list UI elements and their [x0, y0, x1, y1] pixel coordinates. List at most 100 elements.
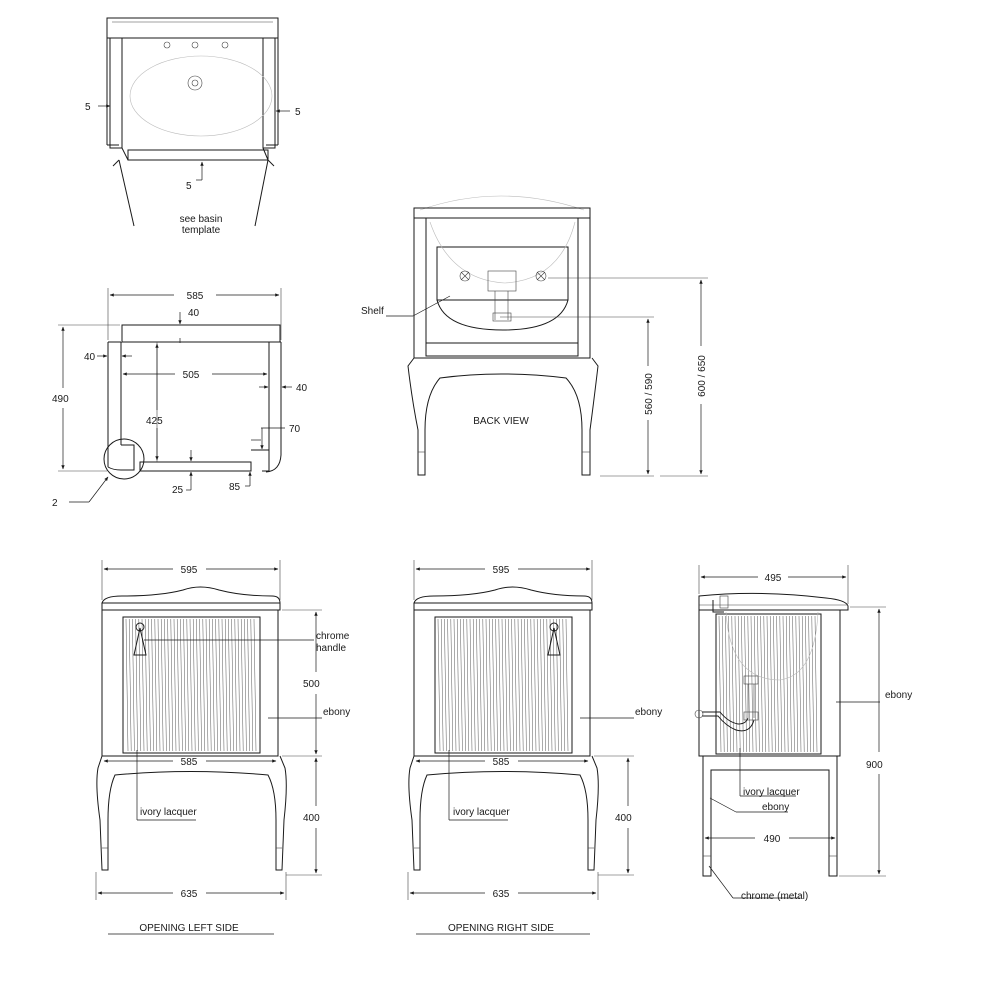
dim-text: 600 / 650: [697, 355, 708, 397]
top-view-note: see basin template: [180, 214, 223, 236]
section-dim-width: 585: [107, 288, 282, 340]
top-view-dim-left: 5: [85, 102, 111, 113]
section-dim-left-panel: 40: [84, 352, 132, 363]
dim-text: 40: [188, 308, 200, 319]
dim-text: 40: [296, 383, 308, 394]
side-door-callout: ivory lacquer: [739, 748, 800, 798]
dim-text: 635: [181, 889, 198, 900]
front-left-dim-cabinet: 585: [103, 757, 277, 768]
side-feet-callout: chrome (metal): [708, 865, 808, 902]
top-view: 5 5 5 see basin template: [85, 17, 301, 236]
top-view-body: [106, 17, 279, 227]
dim-text: 400: [303, 813, 320, 824]
dim-text: 560 / 590: [644, 373, 655, 415]
front-left-dim-top: 595: [101, 560, 281, 600]
handle-label-line-2: handle: [316, 643, 346, 654]
front-left-dim-legs: 635: [95, 872, 287, 900]
section-dim-inner-height: 425: [146, 343, 163, 461]
front-left-door-callout: ivory lacquer: [136, 750, 197, 821]
section-dim-detail: 2: [52, 476, 109, 509]
section-dim-height: 490: [52, 324, 120, 472]
front-left-dim-leg-height: 400: [286, 757, 322, 876]
frame-label: ebony: [762, 802, 789, 813]
dim-text: 25: [172, 485, 184, 496]
front-left-dim-cabinet-height: 500: [282, 609, 322, 757]
dim-text: 400: [615, 813, 632, 824]
section-view-body: [103, 324, 282, 480]
front-right-door-callout: ivory lacquer: [448, 750, 510, 821]
dim-text: 585: [187, 291, 204, 302]
dim-text: 635: [493, 889, 510, 900]
back-view-dim-shelf-height: 560 / 590: [500, 316, 655, 477]
dim-text: 585: [181, 757, 198, 768]
side-frame-callout: ebony: [709, 797, 789, 813]
side-view: 495 490 900 ebony ivory lacquer ebony: [694, 565, 912, 902]
front-right-dim-leg-height: 400: [594, 755, 634, 876]
side-dim-leg-depth: 490: [704, 834, 836, 845]
front-left-caption: OPENING LEFT SIDE: [108, 923, 274, 935]
dim-text: 900: [866, 760, 883, 771]
back-view-shelf-callout: Shelf: [361, 295, 451, 317]
section-dim-right-panel: 40: [259, 383, 308, 394]
side-body-callout: ebony: [836, 690, 912, 703]
door-flutes: [125, 618, 257, 752]
door-flutes: [437, 618, 569, 752]
back-view-dim-total-height: 600 / 650: [548, 277, 708, 477]
dim-text: 490: [764, 834, 781, 845]
front-view-right: 595 585 635 400 ebony ivory l: [407, 560, 662, 935]
top-view-dim-right: 5: [275, 107, 301, 118]
dim-text: 40: [84, 352, 96, 363]
door-label: ivory lacquer: [140, 807, 197, 818]
note-line-1: see basin: [180, 214, 223, 225]
body-label: ebony: [885, 690, 912, 701]
back-view-title: BACK VIEW: [473, 416, 529, 427]
dim-text: 425: [146, 416, 163, 427]
back-view-body: [407, 195, 599, 476]
front-right-dim-legs: 635: [407, 872, 599, 900]
section-dim-right-step: 70: [251, 424, 301, 450]
dim-text: 5: [85, 102, 91, 113]
dim-text: 595: [493, 565, 510, 576]
dim-text: 595: [181, 565, 198, 576]
dim-text: 85: [229, 482, 241, 493]
dim-text: 70: [289, 424, 301, 435]
dim-text: 5: [186, 181, 192, 192]
dim-text: 490: [52, 394, 69, 405]
caption-text: OPENING LEFT SIDE: [139, 923, 239, 934]
front-right-dim-top: 595: [413, 560, 593, 600]
door-label: ivory lacquer: [743, 787, 800, 798]
section-view: 585 40 40 505 40 490: [52, 288, 308, 509]
front-right-body: [408, 586, 599, 871]
side-dim-top-depth: 495: [698, 565, 849, 604]
body-label: ebony: [323, 707, 350, 718]
note-line-2: template: [182, 225, 221, 236]
top-view-dim-front: 5: [186, 161, 204, 192]
dim-text: 2: [52, 498, 58, 509]
section-dim-top-thickness: 40: [178, 308, 200, 343]
side-dim-total-height: 900: [839, 606, 886, 877]
section-dim-inner-width: 505: [122, 370, 268, 381]
shelf-label: Shelf: [361, 306, 384, 317]
front-view-left: 595 585 635 500 400 ch: [95, 560, 350, 935]
dim-text: 505: [183, 370, 200, 381]
front-right-dim-cabinet: 585: [415, 757, 589, 768]
section-dim-bottom-thickness: 25: [172, 450, 193, 496]
dim-text: 495: [765, 573, 782, 584]
body-label: ebony: [635, 707, 662, 718]
feet-label: chrome (metal): [741, 891, 808, 902]
dim-text: 585: [493, 757, 510, 768]
side-flutes: [718, 615, 818, 753]
door-label: ivory lacquer: [453, 807, 510, 818]
back-view: Shelf BACK VIEW 560 / 590 600 / 650: [361, 195, 708, 477]
front-right-caption: OPENING RIGHT SIDE: [416, 923, 590, 935]
front-left-body: [96, 586, 287, 871]
side-view-body: [694, 592, 849, 877]
front-right-body-callout: ebony: [580, 707, 662, 719]
handle-label-line-1: chrome: [316, 631, 350, 642]
caption-text: OPENING RIGHT SIDE: [448, 923, 554, 934]
front-left-handle-callout: chrome handle: [144, 631, 350, 654]
front-left-body-callout: ebony: [268, 707, 350, 719]
section-dim-bottom-step: 85: [229, 471, 252, 493]
dim-text: 5: [295, 107, 301, 118]
